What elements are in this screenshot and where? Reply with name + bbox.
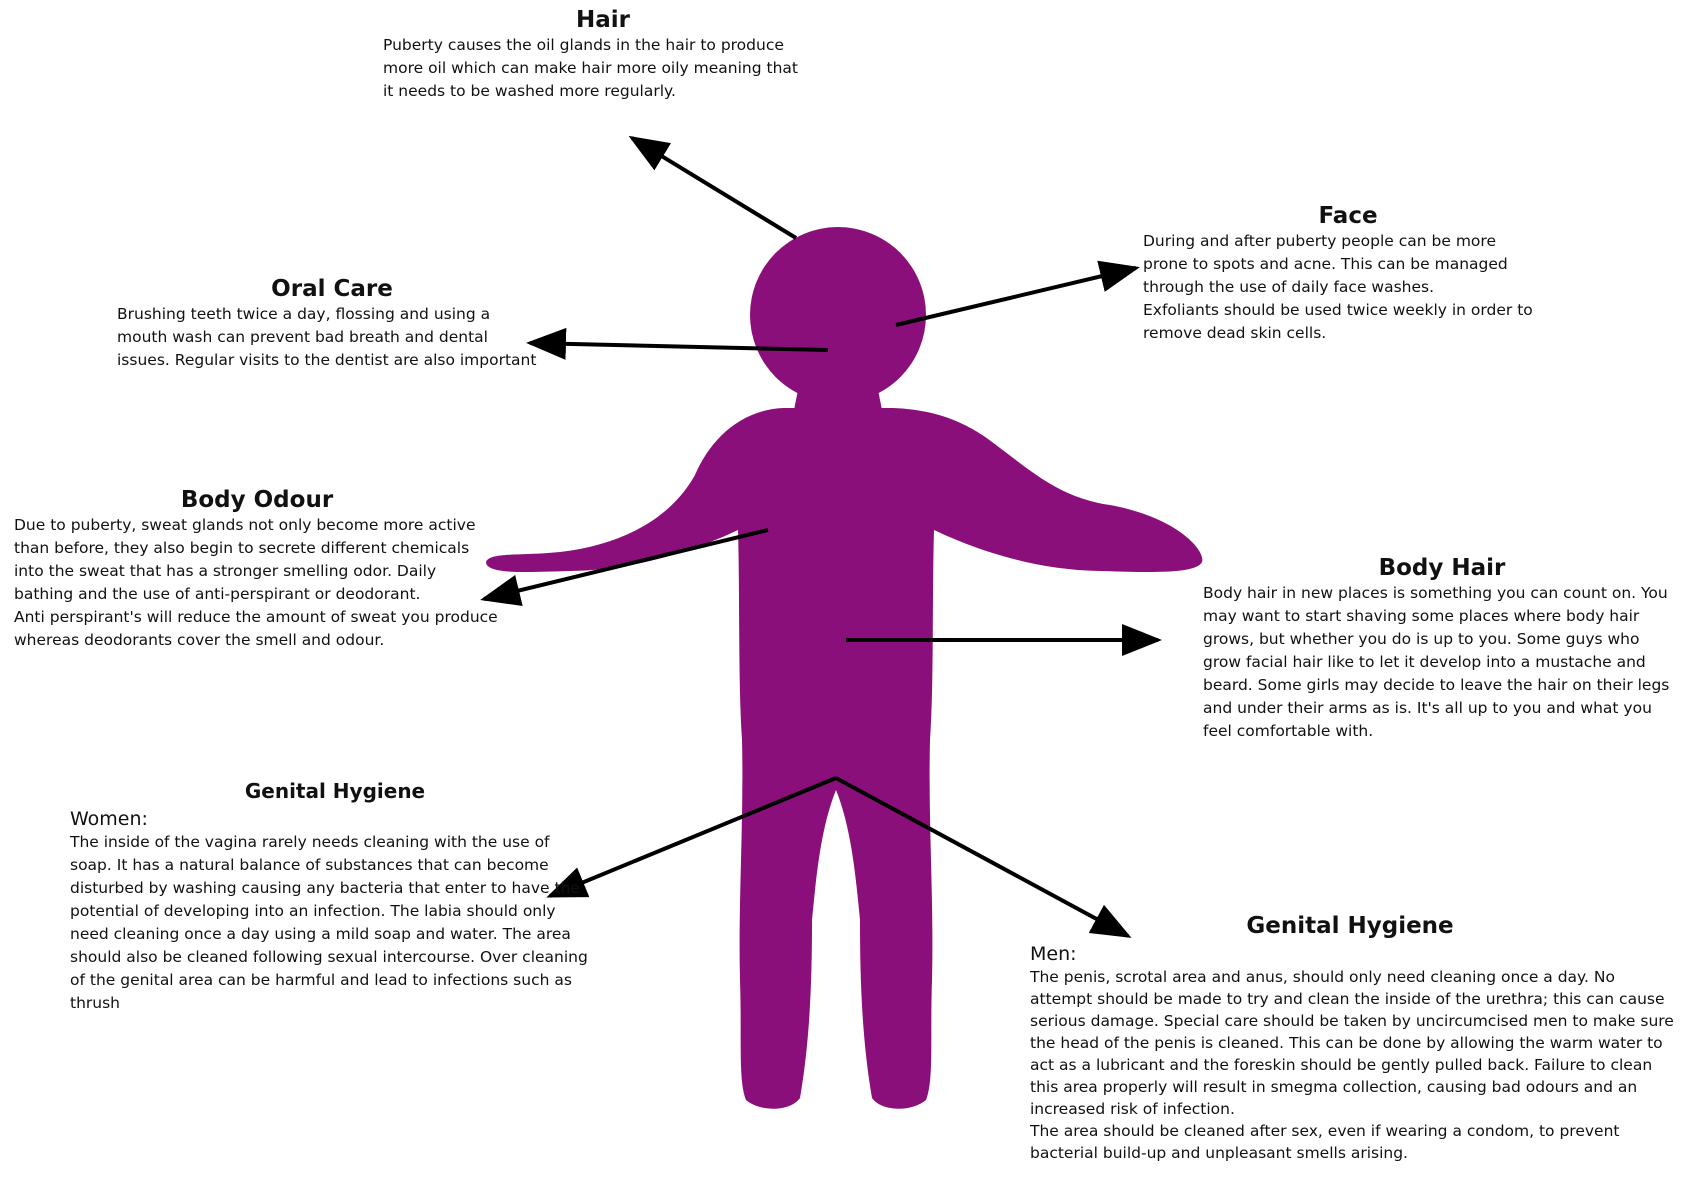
genital-women-subtitle: Women: bbox=[70, 807, 590, 831]
body-hair-text: Body hair in new places is something you… bbox=[1203, 582, 1681, 743]
genital-women-title: Genital Hygiene bbox=[70, 777, 600, 805]
body-odour-section: Body Odour Due to puberty, sweat glands … bbox=[14, 486, 500, 652]
face-section: Face During and after puberty people can… bbox=[1143, 202, 1553, 345]
body-hair-section: Body Hair Body hair in new places is som… bbox=[1203, 554, 1681, 743]
genital-men-title: Genital Hygiene bbox=[1030, 912, 1670, 940]
face-text: During and after puberty people can be m… bbox=[1143, 230, 1543, 345]
genital-women-section: Genital Hygiene Women: The inside of the… bbox=[70, 777, 590, 1015]
genital-women-text: The inside of the vagina rarely needs cl… bbox=[70, 831, 590, 1015]
hair-section: Hair Puberty causes the oil glands in th… bbox=[383, 6, 823, 103]
face-title: Face bbox=[1143, 202, 1553, 230]
body-odour-title: Body Odour bbox=[14, 486, 500, 514]
arrow-face bbox=[896, 268, 1136, 325]
genital-men-subtitle: Men: bbox=[1030, 942, 1682, 966]
body-odour-text: Due to puberty, sweat glands not only be… bbox=[14, 514, 500, 652]
arrow-hair bbox=[632, 138, 796, 238]
figure-head bbox=[750, 227, 926, 403]
genital-men-section: Genital Hygiene Men: The penis, scrotal … bbox=[1030, 912, 1682, 1164]
oral-care-title: Oral Care bbox=[117, 275, 547, 303]
body-hair-title: Body Hair bbox=[1203, 554, 1681, 582]
oral-care-section: Oral Care Brushing teeth twice a day, fl… bbox=[117, 275, 547, 372]
hair-text: Puberty causes the oil glands in the hai… bbox=[383, 34, 813, 103]
oral-care-text: Brushing teeth twice a day, flossing and… bbox=[117, 303, 542, 372]
genital-men-text: The penis, scrotal area and anus, should… bbox=[1030, 966, 1682, 1164]
hair-title: Hair bbox=[383, 6, 823, 34]
